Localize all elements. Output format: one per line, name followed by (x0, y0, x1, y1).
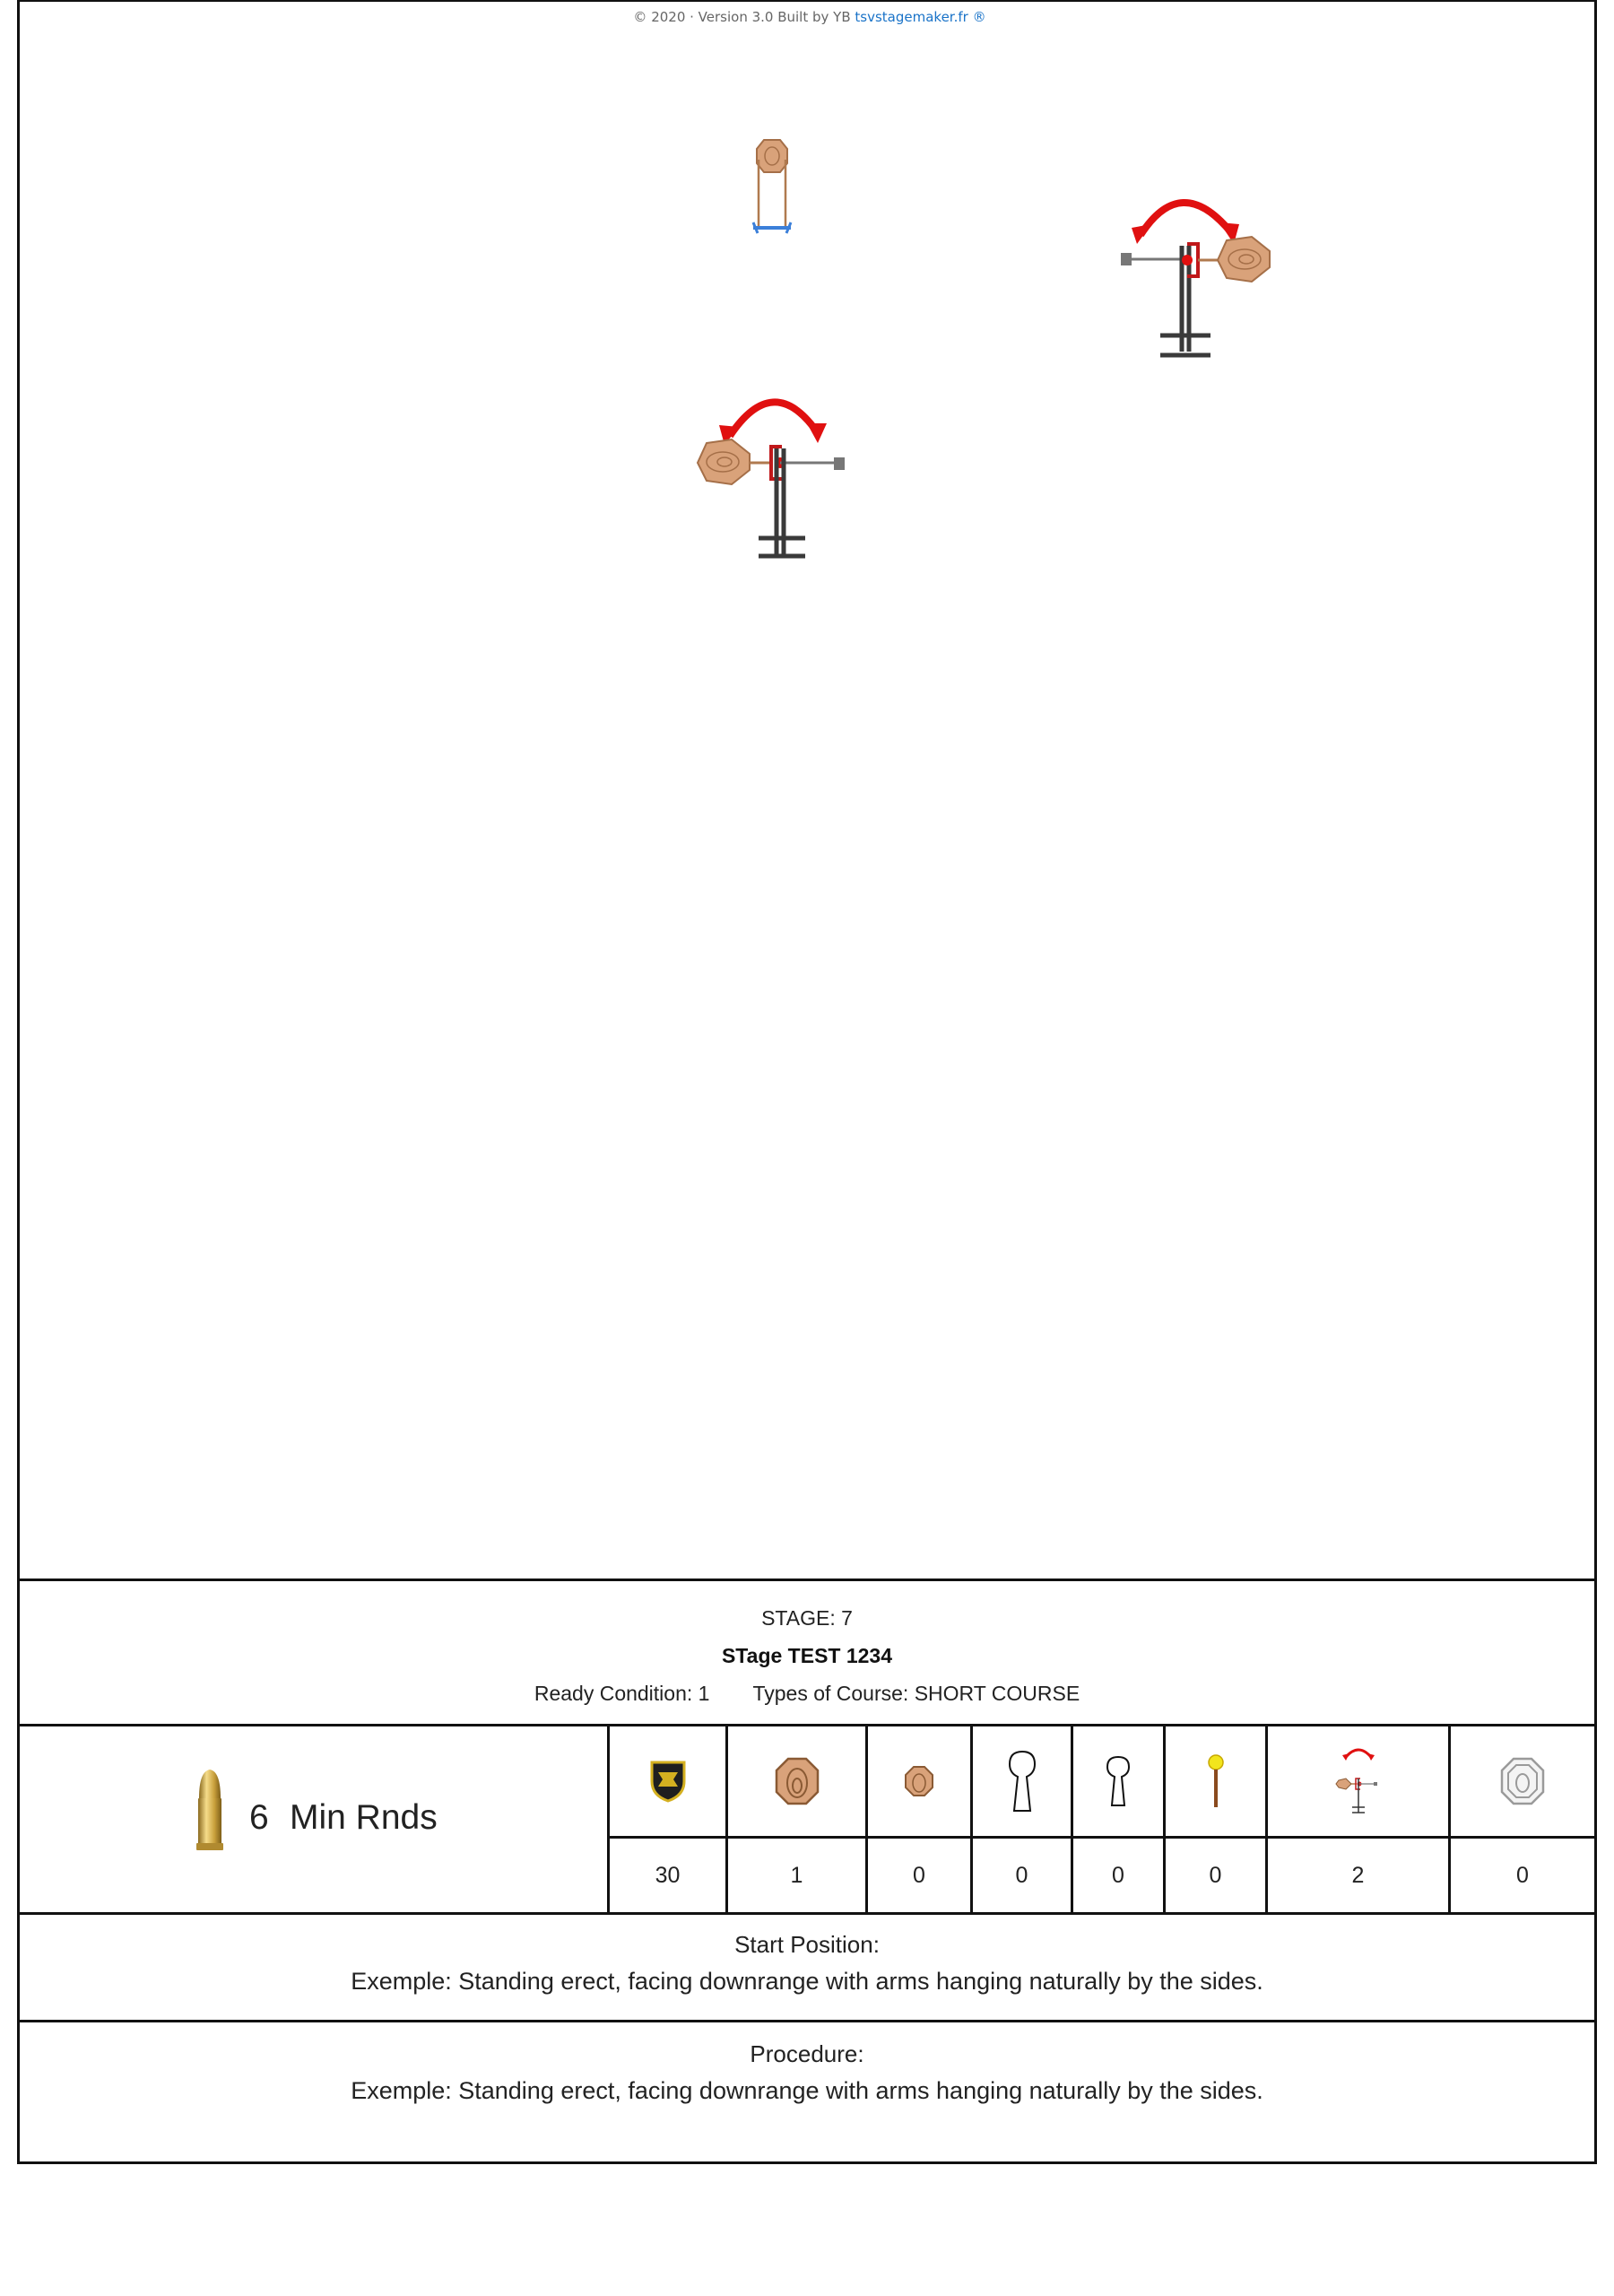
large-steel-plate-icon (775, 1757, 819, 1805)
ready-condition: Ready Condition: 1 (534, 1682, 710, 1705)
start-position-title: Start Position: (734, 1931, 880, 1958)
count-value: 0 (1516, 1863, 1529, 1888)
count-value: 2 (1351, 1863, 1365, 1888)
no-shoot-icon (1500, 1757, 1545, 1805)
count-col-no-shoot: 0 (1451, 1726, 1594, 1912)
icon-cell (610, 1726, 725, 1839)
start-position-section: Start Position: Exemple: Standing erect,… (20, 1915, 1594, 2022)
swinger-target-left-icon[interactable] (674, 371, 872, 569)
min-rounds-count: 6 (249, 1798, 269, 1837)
start-position-text[interactable]: Exemple: Standing erect, facing downrang… (351, 1968, 1263, 1995)
count-col-stick: 0 (1166, 1726, 1268, 1912)
icon-cell (1073, 1726, 1163, 1839)
course-type: Types of Course: SHORT COURSE (752, 1682, 1080, 1705)
count-col-swinger: 2 (1268, 1726, 1451, 1912)
count-col-large-plate: 1 (728, 1726, 868, 1912)
count-value: 0 (1015, 1863, 1028, 1888)
count-col-popper: 0 (973, 1726, 1073, 1912)
count-value: 0 (1209, 1863, 1222, 1888)
stick-target-icon (1207, 1754, 1224, 1807)
stage-number: STAGE: 7 (761, 1606, 853, 1630)
stage-info-panel: STAGE: 7 STage TEST 1234 Ready Condition… (20, 1578, 1594, 1724)
icon-cell (728, 1726, 865, 1839)
copyright-text: © 2020 · Version 3.0 Built by YB (633, 9, 851, 25)
icon-cell (1268, 1726, 1448, 1839)
mini-popper-icon (1106, 1755, 1131, 1806)
count-col-ipsc: 30 (610, 1726, 728, 1912)
site-link[interactable]: tsvstagemaker.fr ® (855, 9, 986, 25)
min-rounds-cell: 6 Min Rnds (20, 1726, 610, 1912)
procedure-title: Procedure: (750, 2040, 864, 2067)
stage-conditions: Ready Condition: 1 Types of Course: SHORT… (20, 1682, 1594, 1706)
count-col-mini-popper: 0 (1073, 1726, 1166, 1912)
icon-cell (868, 1726, 970, 1839)
paper-target-icon[interactable] (728, 135, 818, 242)
count-value: 0 (913, 1863, 925, 1888)
count-value: 0 (1112, 1863, 1124, 1888)
procedure-text[interactable]: Exemple: Standing erect, facing downrang… (351, 2077, 1263, 2104)
ipsc-shield-icon (650, 1761, 685, 1803)
min-rounds-label: Min Rnds (290, 1798, 438, 1837)
bullet-icon (196, 1770, 223, 1850)
icon-cell (973, 1726, 1071, 1839)
icon-cell (1451, 1726, 1594, 1839)
copyright-line: © 2020 · Version 3.0 Built by YB tsvstag… (20, 9, 1600, 25)
procedure-section: Procedure: Exemple: Standing erect, faci… (20, 2022, 1594, 2161)
stage-drawing-canvas[interactable] (20, 2, 1594, 1578)
small-steel-plate-icon (905, 1766, 933, 1796)
count-value: 30 (655, 1863, 681, 1888)
swinger-target-icon (1334, 1748, 1377, 1813)
icon-cell (1166, 1726, 1265, 1839)
target-summary-table: 6 Min Rnds 30 1 (20, 1724, 1594, 1915)
swinger-target-right-icon[interactable] (1105, 172, 1302, 370)
count-value: 1 (790, 1863, 803, 1888)
stage-name: STage TEST 1234 (721, 1644, 893, 1667)
stage-sheet: © 2020 · Version 3.0 Built by YB tsvstag… (17, 0, 1597, 2164)
count-col-small-plate: 0 (868, 1726, 973, 1912)
popper-icon (1008, 1750, 1036, 1812)
